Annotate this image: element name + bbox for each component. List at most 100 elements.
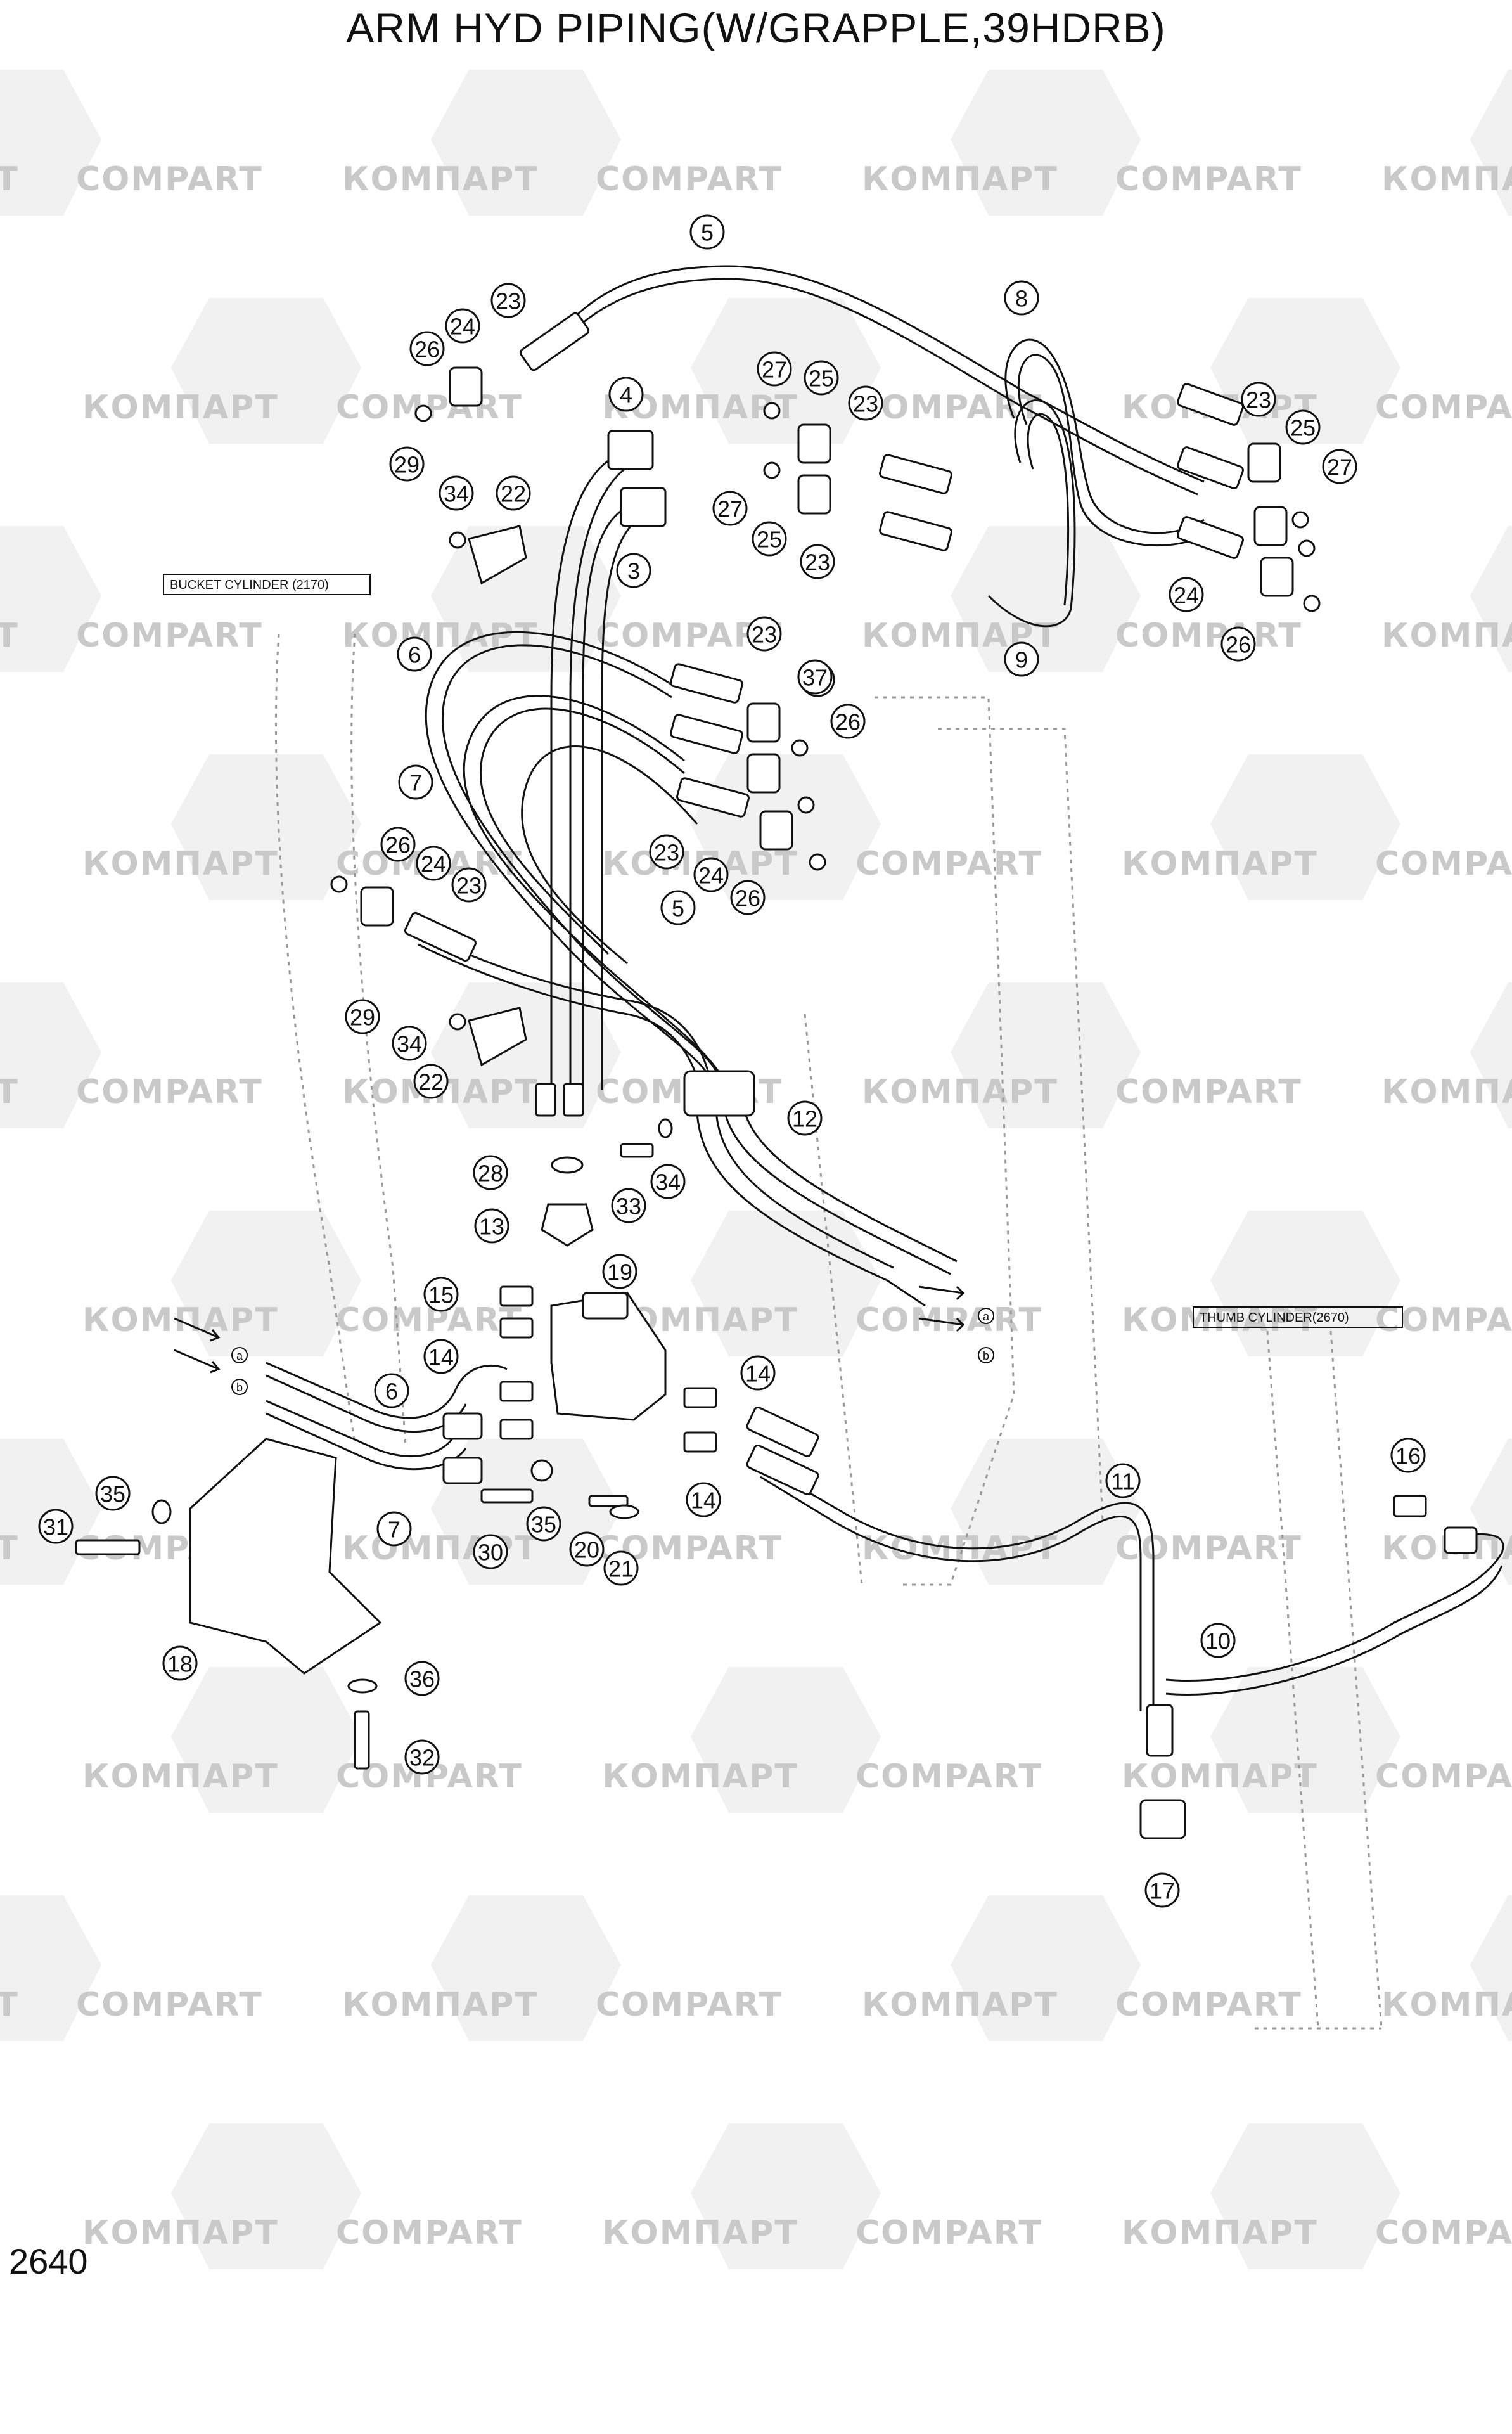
watermark-text-b: COMPART bbox=[855, 389, 1042, 427]
part-callout: 30 bbox=[473, 1534, 508, 1569]
part-callout: 26 bbox=[1220, 626, 1256, 662]
callout-circle bbox=[398, 764, 433, 800]
callout-circle bbox=[602, 1254, 637, 1289]
part-callout: 19 bbox=[602, 1254, 637, 1289]
callout-circle bbox=[451, 867, 487, 903]
part-callout: 34 bbox=[439, 475, 474, 511]
watermark-text-a: КОМПАРТ bbox=[862, 1073, 1058, 1111]
callout-number: 14 bbox=[691, 1488, 716, 1514]
watermark-text-b: COMPART bbox=[855, 1758, 1042, 1796]
callout-number: 24 bbox=[450, 314, 475, 340]
page-number: 2640 bbox=[9, 2241, 88, 2281]
callout-circle bbox=[445, 308, 480, 344]
callout-circle bbox=[1322, 449, 1357, 484]
callout-number: 23 bbox=[1246, 387, 1271, 413]
callout-number: 23 bbox=[805, 550, 830, 576]
part-callout: 6 bbox=[374, 1373, 409, 1408]
part-callout: 37 bbox=[797, 659, 833, 695]
part-callout: 24 bbox=[416, 846, 451, 881]
watermark-text-b: COMPART bbox=[76, 617, 263, 655]
part-callout: 34 bbox=[650, 1164, 686, 1199]
callout-circle bbox=[392, 1026, 427, 1061]
part-callout: 36 bbox=[404, 1661, 440, 1696]
callout-number: 29 bbox=[350, 1005, 375, 1031]
callout-circle bbox=[1004, 641, 1039, 677]
callout-number: 21 bbox=[608, 1556, 634, 1582]
callout-circle bbox=[526, 1506, 561, 1542]
watermark-text-a: КОМПАРТ bbox=[1381, 1073, 1512, 1111]
part-callout: 15 bbox=[423, 1277, 459, 1312]
watermark-text-b: COMPART bbox=[336, 1301, 523, 1339]
port-a-lower: a bbox=[236, 1349, 243, 1362]
hose-9-loop bbox=[987, 399, 1076, 628]
callout-circle bbox=[439, 475, 474, 511]
callout-circle bbox=[389, 446, 425, 482]
callout-circle bbox=[162, 1645, 198, 1681]
callout-circle bbox=[616, 553, 651, 588]
callout-number: 11 bbox=[1111, 1469, 1134, 1495]
callout-number: 35 bbox=[100, 1481, 125, 1507]
part-callout: 23 bbox=[1241, 382, 1276, 417]
callout-circle bbox=[1169, 577, 1204, 612]
part-callout: 14 bbox=[686, 1482, 721, 1517]
part-callout: 3 bbox=[616, 553, 651, 588]
part-callout: 14 bbox=[740, 1355, 776, 1391]
callout-number: 26 bbox=[385, 832, 411, 858]
hose-7-lower bbox=[266, 1400, 458, 1457]
part-callout: 23 bbox=[848, 385, 883, 421]
callout-circle bbox=[376, 1511, 412, 1547]
hose-5-upper bbox=[556, 265, 1205, 483]
pipe-4 bbox=[550, 455, 615, 1090]
watermark-text-a: КОМПАРТ bbox=[602, 2214, 798, 2252]
part-callout: 4 bbox=[608, 377, 644, 412]
callout-circle bbox=[569, 1531, 605, 1567]
callout-number: 37 bbox=[802, 665, 828, 691]
part-callout: 18 bbox=[162, 1645, 198, 1681]
watermark-text-a: КОМПАРТ bbox=[1381, 1986, 1512, 2024]
watermark-text-a: КОМПАРТ bbox=[1122, 2214, 1318, 2252]
part-callout: 35 bbox=[95, 1476, 131, 1511]
part-callout: 27 bbox=[757, 351, 792, 387]
callout-circle bbox=[38, 1509, 74, 1544]
port-a-upper: a bbox=[983, 1310, 990, 1323]
callout-number: 6 bbox=[385, 1379, 398, 1405]
callout-circle bbox=[423, 1339, 459, 1374]
callout-circle bbox=[404, 1739, 440, 1775]
callout-circle bbox=[1200, 1623, 1236, 1658]
callout-number: 24 bbox=[1174, 583, 1199, 608]
thumb-cylinder-label: THUMB CYLINDER(2670) bbox=[1200, 1311, 1349, 1325]
callout-circle bbox=[397, 636, 432, 672]
callout-circle bbox=[649, 834, 684, 870]
components bbox=[75, 312, 1478, 1839]
callout-number: 34 bbox=[444, 481, 469, 507]
part-callout: 26 bbox=[730, 880, 766, 915]
watermark-text-b: COMPART bbox=[1115, 1986, 1302, 2024]
watermark-text-a: КОМПАРТ bbox=[0, 1073, 19, 1111]
part-callout: 16 bbox=[1390, 1438, 1426, 1473]
callout-number: 27 bbox=[1327, 454, 1352, 480]
callout-number: 34 bbox=[397, 1031, 422, 1057]
callout-number: 26 bbox=[735, 885, 760, 911]
callout-circle bbox=[1390, 1438, 1426, 1473]
watermark-text-a: КОМПАРТ bbox=[602, 1758, 798, 1796]
part-callout: 27 bbox=[1322, 449, 1357, 484]
watermark-text-a: КОМПАРТ bbox=[342, 1529, 539, 1568]
watermark-text-b: COMPART bbox=[855, 1301, 1042, 1339]
watermark-text-b: COMPART bbox=[596, 160, 783, 198]
callout-circle bbox=[496, 475, 531, 511]
callout-number: 24 bbox=[698, 863, 724, 889]
callout-number: 5 bbox=[701, 220, 714, 246]
part-callout: 26 bbox=[409, 331, 445, 366]
watermark-text-b: COMPART bbox=[596, 1986, 783, 2024]
mounting-bracket bbox=[189, 1438, 382, 1675]
callout-number: 31 bbox=[43, 1514, 68, 1540]
part-callout: 12 bbox=[787, 1100, 823, 1136]
